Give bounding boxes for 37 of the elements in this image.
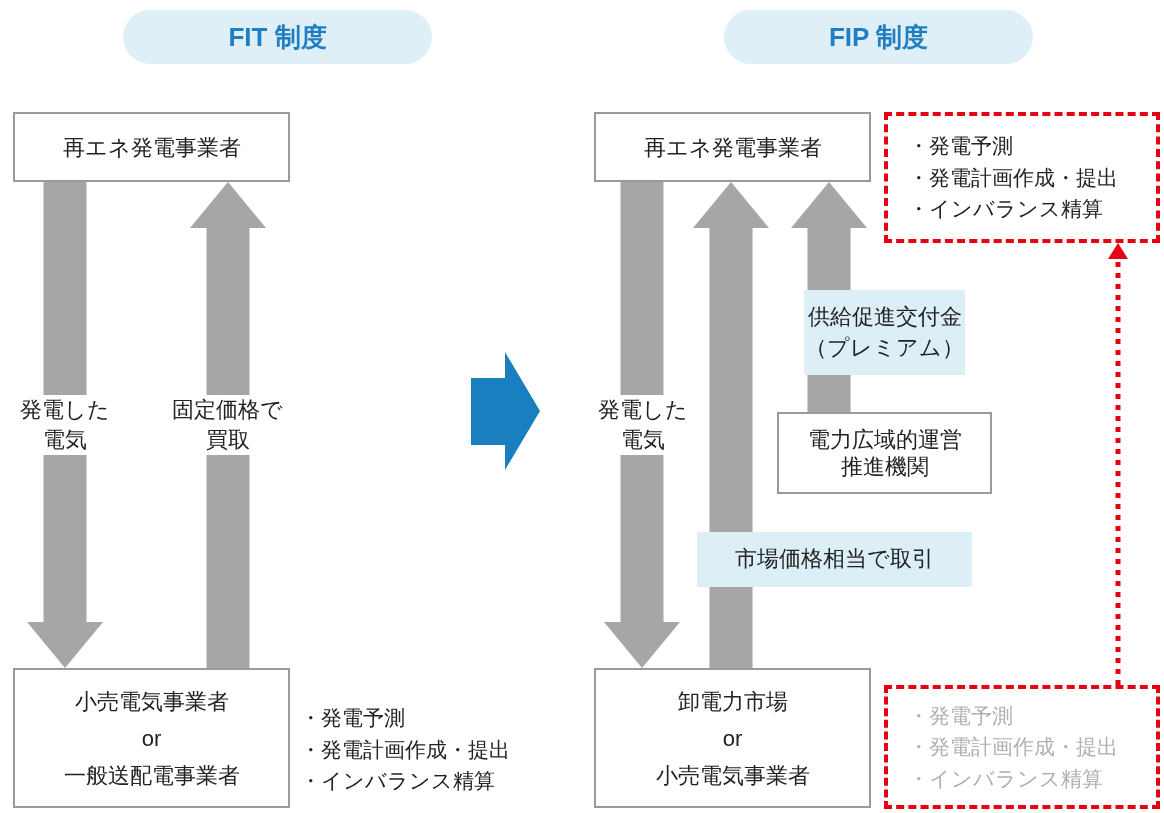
block-arrow (693, 182, 769, 668)
box-text: or (141, 724, 162, 753)
box-text: ・発電予測 (908, 133, 1013, 160)
entity-box (13, 112, 290, 182)
entity-box (594, 112, 871, 182)
heading-pill (724, 10, 1033, 64)
box-text: 小売電気事業者 (74, 687, 229, 716)
task-text: ・インバランス精算 (300, 768, 496, 794)
box-text: 再エネ発電事業者 (62, 133, 241, 162)
box-text: FIP 制度 (828, 20, 929, 54)
block-arrow (27, 182, 103, 668)
box-text: 一般送配電事業者 (63, 761, 240, 790)
box-text: 再エネ発電事業者 (643, 133, 822, 162)
box-text: ・発電計画作成・提出 (908, 734, 1118, 761)
task-box (884, 112, 1160, 243)
edge-label: 供給促進交付金（プレミアム） (804, 290, 965, 375)
box-text: 電力広域的運営推進機関 (806, 425, 963, 481)
block-arrow (190, 182, 266, 668)
block-arrow (604, 182, 680, 668)
entity-box (777, 412, 992, 494)
entity-box (13, 668, 290, 808)
box-text: ・インバランス精算 (908, 196, 1103, 223)
box-text: ・インバランス精算 (908, 765, 1103, 792)
heading-pill (123, 10, 432, 64)
box-text: ・発電予測 (908, 702, 1013, 729)
task-box (884, 685, 1160, 809)
box-text: FIT 制度 (228, 20, 327, 54)
dotted-arrow (1108, 243, 1128, 685)
box-text: 卸電力市場 (677, 687, 788, 716)
edge-label: 固定価格で買取 (170, 394, 286, 456)
task-text: ・発電予測 (300, 705, 406, 731)
box-text: 小売電気事業者 (655, 761, 810, 790)
box-text: ・発電計画作成・提出 (908, 164, 1118, 191)
edge-label: 市場価格相当で取引 (697, 532, 972, 587)
task-text: ・発電計画作成・提出 (300, 736, 510, 763)
box-text: or (722, 724, 743, 753)
entity-box (594, 668, 871, 808)
